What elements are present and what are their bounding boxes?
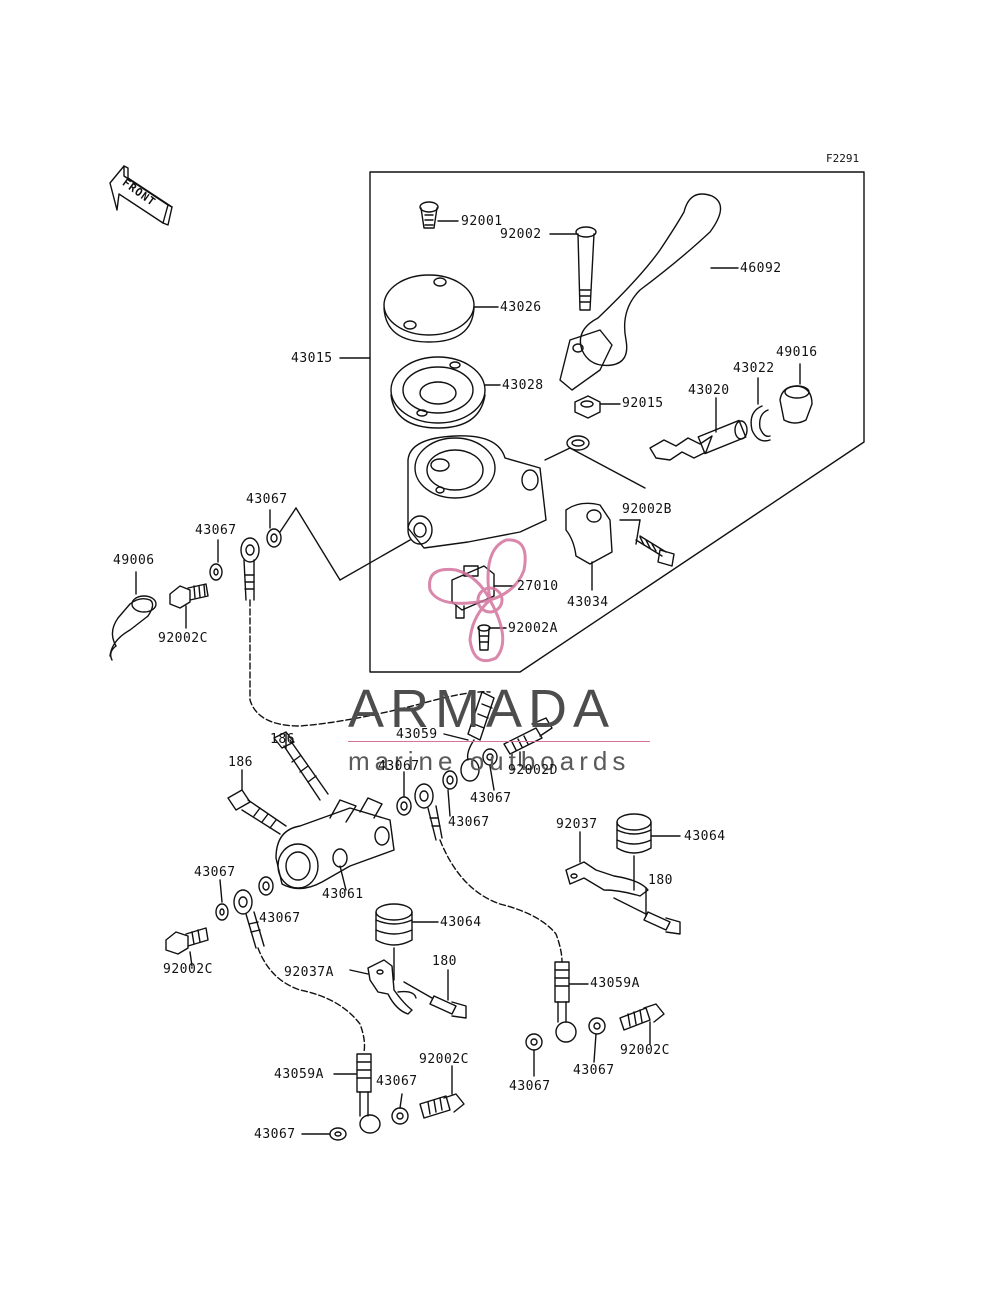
washer-43067-lower-left-b xyxy=(391,1107,409,1125)
bolt-92002b xyxy=(619,519,675,567)
part-label: 43067 xyxy=(378,759,420,774)
bolt-92002c-left xyxy=(165,927,209,967)
part-label: 43015 xyxy=(291,351,333,366)
banjo-fitting-upper xyxy=(240,537,260,601)
part-label: 43059 xyxy=(396,727,438,742)
figure-code: F2291 xyxy=(826,152,860,165)
part-label: 43064 xyxy=(440,915,482,930)
part-label: 92002C xyxy=(620,1043,670,1058)
clamp-43034 xyxy=(565,502,613,591)
part-label: 49006 xyxy=(113,553,155,568)
part-label: 186 xyxy=(270,732,295,747)
bolt-186-upper xyxy=(273,731,329,801)
watermark-title: ARMADA xyxy=(348,679,616,739)
part-label: 43067 xyxy=(470,791,512,806)
part-label: 92015 xyxy=(622,396,664,411)
diaphragm-43028 xyxy=(390,356,501,429)
part-label: 43067 xyxy=(509,1079,551,1094)
part-label: 43034 xyxy=(567,595,609,610)
brake-hose-right xyxy=(439,839,563,963)
piston-assembly-43020 xyxy=(649,397,748,461)
part-label: 43028 xyxy=(502,378,544,393)
master-cylinder-body xyxy=(279,435,547,581)
part-label: 180 xyxy=(432,954,457,969)
assembly-outline xyxy=(369,171,865,673)
part-label: 43026 xyxy=(500,300,542,315)
reservoir-cap-43026 xyxy=(383,274,499,343)
bolt-180-upper xyxy=(613,887,681,935)
part-label: 43064 xyxy=(684,829,726,844)
bracket-92037a xyxy=(349,959,417,1015)
front-arrow-icon xyxy=(109,165,173,226)
watermark-divider xyxy=(348,741,650,742)
part-label: 43067 xyxy=(573,1063,615,1078)
washer-43067-mid-c xyxy=(396,796,412,816)
hose-fitting-43059a-left xyxy=(333,1053,381,1134)
part-label: 49016 xyxy=(776,345,818,360)
washer-43067-lower-left-a xyxy=(329,1127,347,1141)
washer-43067-mid-a xyxy=(482,748,498,766)
part-label: 43022 xyxy=(733,361,775,376)
washer-43067-mid-b xyxy=(442,770,458,790)
washer-43067-upper-a xyxy=(266,528,282,548)
washer-43067-right-a xyxy=(525,1033,543,1051)
part-label: 43067 xyxy=(254,1127,296,1142)
bracket-92037 xyxy=(565,831,649,897)
part-label: 43020 xyxy=(688,383,730,398)
three-way-joint-43061 xyxy=(275,797,395,891)
bolt-92002c-lower-left xyxy=(419,1065,465,1119)
washer-43067-left-a xyxy=(215,903,229,921)
bolt-186-lower xyxy=(227,769,287,835)
circlip-43022 xyxy=(750,377,771,442)
brake-hose-upper xyxy=(249,599,491,727)
part-label: 43067 xyxy=(376,1074,418,1089)
part-label: 92002 xyxy=(500,227,542,242)
damper-43064-lower xyxy=(375,903,439,981)
part-label: 186 xyxy=(228,755,253,770)
part-label: 43067 xyxy=(448,815,490,830)
hose-fitting-43059a-right xyxy=(554,961,589,1043)
part-label: 43067 xyxy=(246,492,288,507)
bolt-92002c-upper xyxy=(169,583,209,629)
banjo-fitting-mid-right xyxy=(414,783,443,841)
washer-43067-upper-b xyxy=(209,563,223,581)
washer-43067-right-b xyxy=(588,1017,606,1035)
part-label: 92002A xyxy=(508,621,558,636)
bolt-180-lower xyxy=(403,969,467,1019)
watermark-propeller-logo xyxy=(428,538,527,663)
part-label: 92002C xyxy=(158,631,208,646)
pivot-bolt-92002 xyxy=(549,226,597,311)
bolt-92002d xyxy=(503,717,553,767)
part-label: 92037 xyxy=(556,817,598,832)
part-label: 27010 xyxy=(517,579,559,594)
brake-lever-46092 xyxy=(559,193,739,391)
part-label: 92002D xyxy=(508,763,558,778)
banjo-fitting-left xyxy=(233,889,265,949)
part-label: 43067 xyxy=(195,523,237,538)
brake-hose-lower-left xyxy=(257,947,366,1053)
part-label: 46092 xyxy=(740,261,782,276)
hose-fitting-43059 xyxy=(443,691,495,782)
screw-92001 xyxy=(419,201,459,229)
part-label: 43061 xyxy=(322,887,364,902)
screw-92002a xyxy=(477,624,507,651)
part-label: 43067 xyxy=(194,865,236,880)
part-label: 43059A xyxy=(590,976,640,991)
part-label: 180 xyxy=(648,873,673,888)
washer-43067-left-b xyxy=(258,876,274,896)
part-label: 43059A xyxy=(274,1067,324,1082)
part-label: 92001 xyxy=(461,214,503,229)
damper-43064-upper xyxy=(616,813,681,891)
part-label: 92037A xyxy=(284,965,334,980)
part-label: 43067 xyxy=(259,911,301,926)
nut-92015 xyxy=(574,395,621,419)
boot-49016 xyxy=(779,363,813,424)
part-label: 92002C xyxy=(419,1052,469,1067)
watermark-subtitle: marine outboards xyxy=(348,746,631,776)
part-label: 92002C xyxy=(163,962,213,977)
bolt-92002c-right xyxy=(619,1003,665,1045)
boot-49006 xyxy=(109,571,157,661)
part-label: 92002B xyxy=(622,502,672,517)
